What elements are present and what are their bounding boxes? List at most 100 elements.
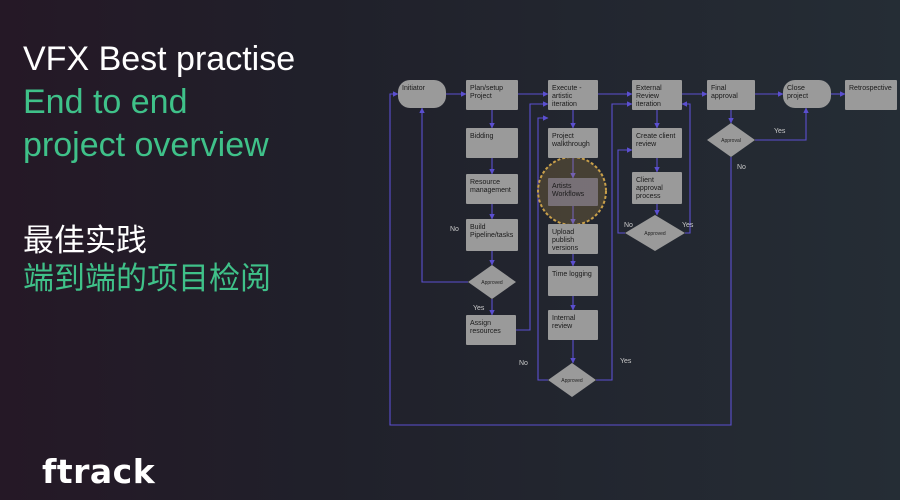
node-box [632,128,682,158]
node-label: Artists [552,183,572,190]
ftrack-logo: ftrack [42,452,156,491]
connector-24 [617,147,633,234]
node-label: Close [787,85,805,92]
decision-approved-internal: Approved [548,363,596,397]
node-label: Internal [552,315,576,322]
decision-approval-final: Approval [707,123,755,157]
node-label: Review [636,93,660,100]
highlight [537,156,607,226]
node-label: review [552,323,573,330]
node-box [632,172,682,204]
node-label: review [636,141,657,148]
chinese-title-line-1: 最佳实践 [23,223,147,259]
node-label: iteration [552,101,577,108]
node-retrospective: Retrospective [845,80,897,110]
node-label: resources [470,328,501,335]
edge-label-no-plan: No [450,226,459,233]
chinese-title-block: 最佳实践 端到端的项目检阅 [23,222,271,298]
edge-label-yes-plan: Yes [473,305,485,312]
node-label: Project [552,133,574,140]
connector-12 [516,101,549,331]
highlight-ring [537,156,607,226]
edge-label-yes-internal: Yes [620,358,632,365]
node-box [548,128,598,158]
node-label: Workflows [552,191,585,198]
node-label: Retrospective [849,85,892,92]
node-box [783,80,831,108]
node-bidding: Bidding [466,128,518,158]
node-label: versions [552,245,579,252]
node-label: Final [711,85,727,92]
node-box [548,80,598,110]
node-box [845,80,897,110]
node-label: Execute - [552,85,582,92]
edge-label-yes-client: Yes [682,222,694,229]
node-label: walkthrough [551,141,590,148]
node-label: Upload [552,229,574,236]
decision-label: Approval [721,138,741,144]
node-box [466,219,518,251]
node-box [707,80,755,110]
node-box [466,128,518,158]
chinese-title-line-2: 端到端的项目检阅 [23,261,271,297]
node-label: Bidding [470,133,493,140]
node-label: External [636,85,662,92]
connector-11 [419,107,468,283]
node-box [548,266,598,296]
node-box [466,80,518,110]
edge-label-no-client: No [624,222,633,229]
node-box [466,315,516,345]
decision-diamond [468,265,516,299]
connector-25 [681,101,691,234]
decision-diamond [707,123,755,157]
node-box [632,80,682,110]
decision-label: Approved [481,280,503,286]
node-label: Assign [470,320,491,327]
node-box [548,178,598,206]
title-line-3: project overview [23,126,269,164]
connector-20 [596,101,633,381]
decision-label: Approved [644,231,666,237]
connector-19 [537,115,549,381]
decision-approved-plan: Approved [468,265,516,299]
node-label: Plan/setup [470,85,503,92]
node-label: Create client [636,133,675,140]
decision-diamond [548,363,596,397]
node-label: Pipeline/tasks [470,232,514,239]
connector-28 [389,91,732,426]
node-initiator: Initiator [398,80,446,108]
edge-label-no-internal: No [519,360,528,367]
title-line-2: End to end [23,83,188,121]
node-label: artistic [552,93,573,100]
node-label: Resource [470,179,500,186]
decision-approved-client: Approved [625,215,685,251]
node-label: management [470,187,511,194]
node-label: approval [636,185,663,192]
decision-diamond [625,215,685,251]
connectors [389,91,846,426]
node-box [548,310,598,340]
node-label: Time logging [552,271,592,278]
edge-label-yes-final: Yes [774,128,786,135]
title-line-1: VFX Best practise [23,40,296,78]
node-label: iteration [636,101,661,108]
connector-27 [755,107,809,141]
node-box [466,174,518,204]
node-label: process [636,193,661,200]
